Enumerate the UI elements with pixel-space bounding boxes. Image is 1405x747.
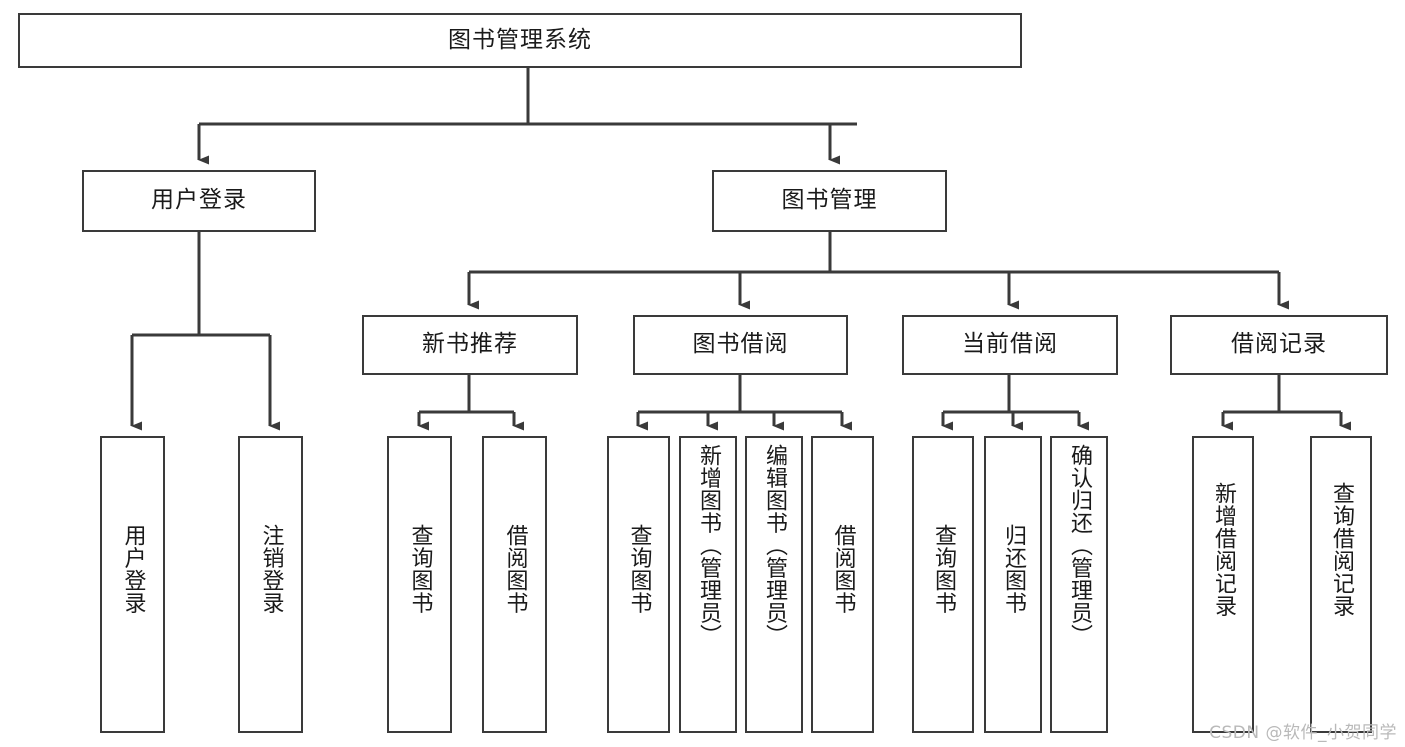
node-new-book-rec-label: 新书推荐 (422, 331, 518, 358)
node-leaf-cur-return-book-label: 归还图书 (1000, 524, 1026, 614)
node-leaf-rec-query-record[interactable]: 查询借阅记录 (1310, 436, 1372, 733)
node-book-manage[interactable]: 图书管理 (712, 170, 947, 232)
node-leaf-rec-query-book[interactable]: 查询图书 (387, 436, 452, 733)
csdn-watermark: CSDN @软件_小贺同学 (1209, 723, 1397, 743)
node-leaf-borrow-edit-book[interactable]: 编辑图书（管理员） (745, 436, 803, 733)
node-leaf-cur-query-book-label: 查询图书 (930, 524, 956, 614)
node-new-book-rec[interactable]: 新书推荐 (362, 315, 578, 375)
node-leaf-user-login[interactable]: 用户登录 (100, 436, 165, 733)
node-root-label: 图书管理系统 (448, 26, 592, 53)
node-leaf-rec-add-record[interactable]: 新增借阅记录 (1192, 436, 1254, 733)
node-root[interactable]: 图书管理系统 (18, 13, 1022, 68)
node-leaf-cur-query-book[interactable]: 查询图书 (912, 436, 974, 733)
node-leaf-user-login-label: 用户登录 (120, 524, 146, 614)
node-current-borrow[interactable]: 当前借阅 (902, 315, 1118, 375)
node-leaf-borrow-add-book-label: 新增图书（管理员） (695, 444, 721, 647)
node-leaf-rec-query-book-label: 查询图书 (407, 524, 433, 614)
node-book-manage-label: 图书管理 (781, 187, 878, 214)
node-leaf-borrow-query-book-label: 查询图书 (626, 524, 652, 614)
node-leaf-borrow-borrow-book[interactable]: 借阅图书 (811, 436, 874, 733)
node-leaf-cur-confirm-return-label: 确认归还（管理员） (1066, 444, 1092, 647)
node-leaf-rec-borrow-book[interactable]: 借阅图书 (482, 436, 547, 733)
node-leaf-cur-return-book[interactable]: 归还图书 (984, 436, 1042, 733)
node-leaf-cur-confirm-return[interactable]: 确认归还（管理员） (1050, 436, 1108, 733)
node-borrow-record-label: 借阅记录 (1231, 331, 1327, 358)
node-leaf-user-logout[interactable]: 注销登录 (238, 436, 303, 733)
node-leaf-rec-add-record-label: 新增借阅记录 (1210, 482, 1236, 617)
node-leaf-rec-borrow-book-label: 借阅图书 (502, 524, 528, 614)
node-book-borrow-label: 图书借阅 (692, 331, 789, 358)
node-leaf-borrow-add-book[interactable]: 新增图书（管理员） (679, 436, 737, 733)
node-leaf-borrow-edit-book-label: 编辑图书（管理员） (761, 444, 787, 647)
node-book-borrow[interactable]: 图书借阅 (633, 315, 848, 375)
node-borrow-record[interactable]: 借阅记录 (1170, 315, 1388, 375)
node-user-login-label: 用户登录 (151, 187, 247, 214)
node-leaf-rec-query-record-label: 查询借阅记录 (1328, 482, 1354, 617)
node-leaf-borrow-borrow-book-label: 借阅图书 (830, 524, 856, 614)
node-leaf-user-logout-label: 注销登录 (258, 524, 284, 614)
node-leaf-borrow-query-book[interactable]: 查询图书 (607, 436, 670, 733)
node-user-login[interactable]: 用户登录 (82, 170, 316, 232)
node-current-borrow-label: 当前借阅 (962, 331, 1058, 358)
